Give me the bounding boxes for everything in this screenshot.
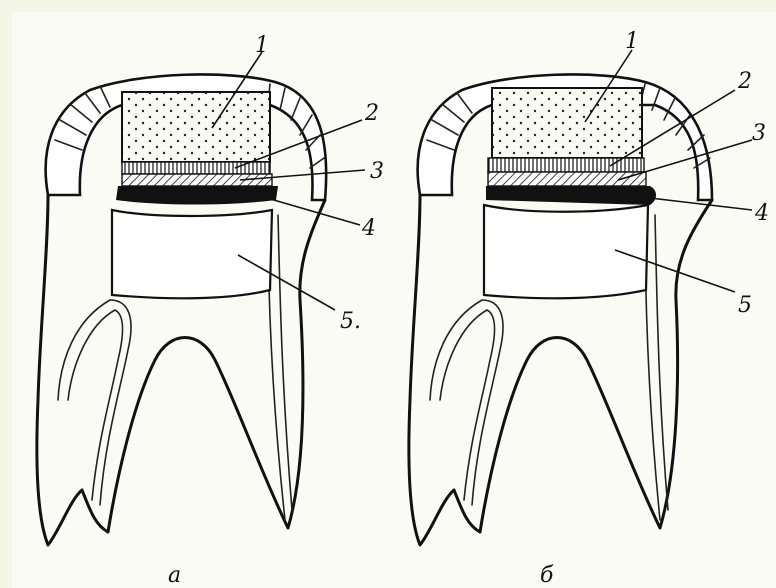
label-2-a: 2 (364, 101, 379, 126)
label-3-b: 3 (752, 121, 766, 146)
pulp-chamber-b (484, 205, 648, 298)
filling-material-b (492, 88, 642, 158)
label-1-b: 1 (625, 29, 639, 54)
label-4-b: 4 (754, 201, 769, 226)
label-1-a: 1 (255, 33, 269, 58)
caption-a: а (168, 563, 181, 588)
label-5-a: 5. (340, 309, 361, 334)
label-2-b: 2 (737, 69, 752, 94)
label-4-a: 4 (361, 216, 376, 241)
filling-material-a (122, 92, 270, 162)
pulp-chamber-a (112, 210, 272, 298)
label-3-a: 3 (370, 159, 384, 184)
caption-b: б (540, 563, 554, 588)
lining-layer-a (116, 186, 278, 205)
label-5-b: 5 (738, 293, 752, 318)
